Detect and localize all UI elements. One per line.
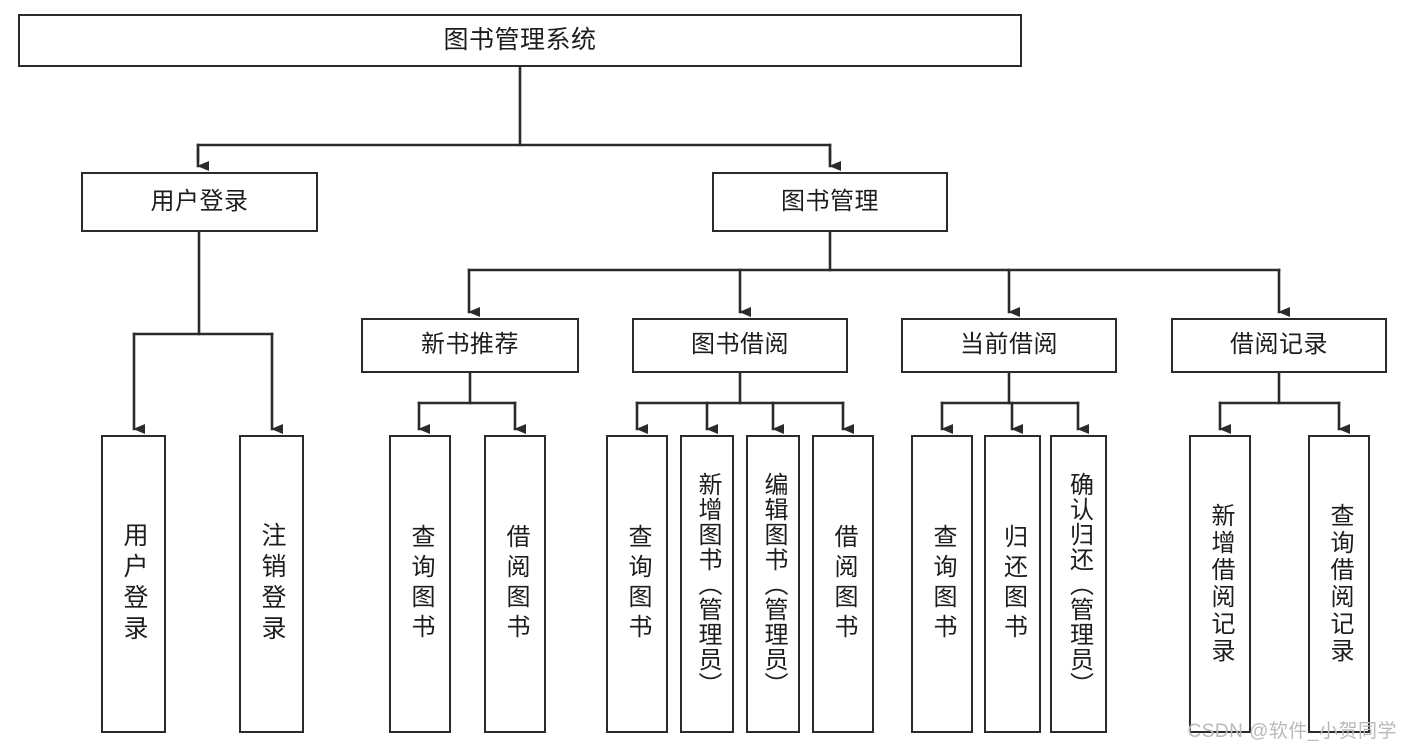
node-leaf-rec-add[interactable]: 新增借阅记录 xyxy=(1189,435,1251,733)
node-leaf-borrow-borrow-book[interactable]: 借阅图书 xyxy=(812,435,874,733)
node-leaf-borrow-edit-book-label: 编辑图书（管理员） xyxy=(760,471,787,697)
node-leaf-user-logout-label: 注销登录 xyxy=(258,522,286,646)
node-book-borrow[interactable]: 图书借阅 xyxy=(632,318,848,373)
node-book-borrow-label: 图书借阅 xyxy=(691,331,789,359)
node-leaf-user-login[interactable]: 用户登录 xyxy=(101,435,166,733)
node-leaf-borrow-query-book[interactable]: 查询图书 xyxy=(606,435,668,733)
node-leaf-cur-confirm-return[interactable]: 确认归还（管理员） xyxy=(1050,435,1107,733)
node-leaf-user-logout[interactable]: 注销登录 xyxy=(239,435,304,733)
node-root-label: 图书管理系统 xyxy=(443,25,597,54)
node-leaf-borrow-query-book-label: 查询图书 xyxy=(624,524,651,644)
node-book-manage-label: 图书管理 xyxy=(781,187,879,215)
csdn-watermark: CSDN @软件_小贺同学 xyxy=(1187,721,1397,742)
node-leaf-cur-query-book-label: 查询图书 xyxy=(929,524,956,644)
node-leaf-cur-return-book[interactable]: 归还图书 xyxy=(984,435,1041,733)
node-new-book-rec[interactable]: 新书推荐 xyxy=(361,318,579,373)
node-user-login-label: 用户登录 xyxy=(150,187,249,215)
node-book-manage[interactable]: 图书管理 xyxy=(712,172,948,232)
node-leaf-cur-return-book-label: 归还图书 xyxy=(999,524,1027,644)
node-leaf-borrow-borrow-book-label: 借阅图书 xyxy=(830,524,857,644)
node-new-book-rec-label: 新书推荐 xyxy=(421,331,519,359)
node-leaf-rec-borrow-book-label: 借阅图书 xyxy=(502,524,529,644)
node-leaf-rec-query[interactable]: 查询借阅记录 xyxy=(1308,435,1370,733)
node-leaf-rec-query-label: 查询借阅记录 xyxy=(1326,503,1353,665)
node-leaf-user-login-label: 用户登录 xyxy=(120,522,148,646)
node-leaf-borrow-edit-book[interactable]: 编辑图书（管理员） xyxy=(746,435,800,733)
node-borrow-record-label: 借阅记录 xyxy=(1230,331,1328,359)
node-borrow-record[interactable]: 借阅记录 xyxy=(1171,318,1387,373)
node-current-borrow[interactable]: 当前借阅 xyxy=(901,318,1117,373)
node-current-borrow-label: 当前借阅 xyxy=(960,331,1058,359)
node-user-login[interactable]: 用户登录 xyxy=(81,172,318,232)
node-leaf-rec-borrow-book[interactable]: 借阅图书 xyxy=(484,435,546,733)
node-leaf-cur-query-book[interactable]: 查询图书 xyxy=(911,435,973,733)
node-leaf-rec-query-book[interactable]: 查询图书 xyxy=(389,435,451,733)
node-leaf-borrow-add-book-label: 新增图书（管理员） xyxy=(694,471,721,697)
node-leaf-rec-query-book-label: 查询图书 xyxy=(407,524,434,644)
node-leaf-cur-confirm-return-label: 确认归还（管理员） xyxy=(1065,471,1093,697)
node-root[interactable]: 图书管理系统 xyxy=(18,14,1022,67)
node-leaf-borrow-add-book[interactable]: 新增图书（管理员） xyxy=(680,435,734,733)
node-leaf-rec-add-label: 新增借阅记录 xyxy=(1207,503,1234,665)
